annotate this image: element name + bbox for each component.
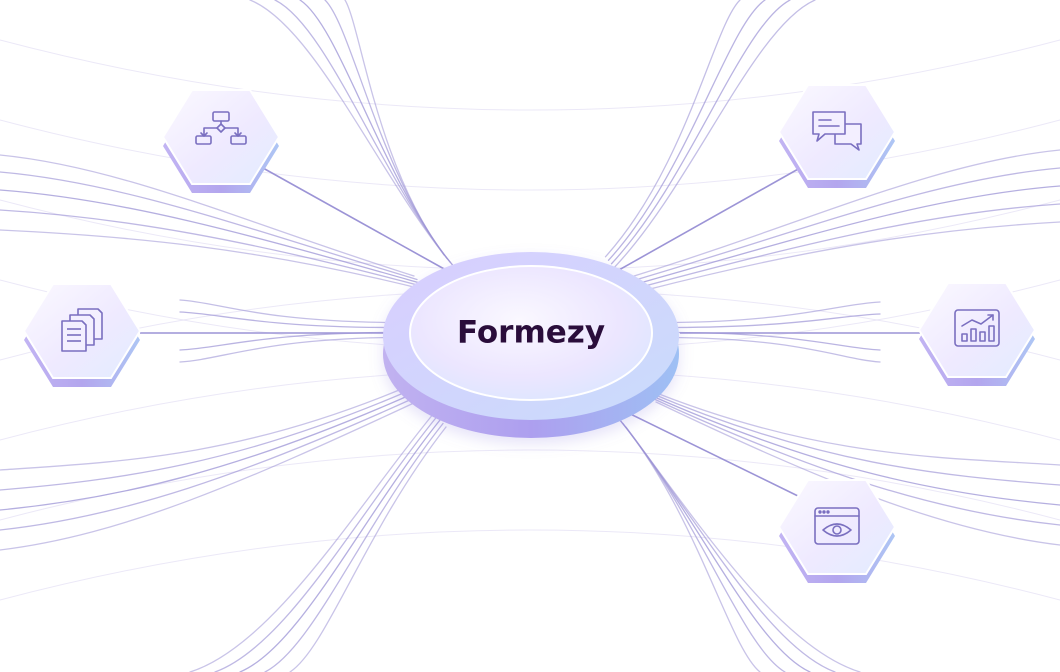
flow-line: [674, 313, 881, 329]
flow-line: [625, 426, 861, 672]
flow-line: [0, 189, 421, 284]
flow-line: [0, 39, 1060, 111]
flow-line: [0, 229, 427, 291]
flow-line: [613, 0, 816, 268]
flow-line: [274, 0, 454, 267]
flow-line: [0, 209, 424, 288]
flow-line: [613, 412, 761, 672]
flow-line: [0, 387, 405, 471]
flow-line: [646, 390, 1060, 486]
node-workflow[interactable]: [161, 89, 281, 193]
flow-line: [179, 311, 391, 329]
flow-line: [643, 387, 1060, 466]
flow-line: [607, 0, 766, 261]
flow-line: [249, 0, 457, 270]
flow-line: [0, 154, 415, 277]
flow-line: [0, 394, 411, 511]
flow-line: [645, 221, 1060, 291]
flow-line: [674, 336, 881, 363]
flow-line: [179, 336, 391, 363]
flow-line: [324, 0, 448, 260]
flow-line: [179, 299, 391, 324]
flow-line: [299, 0, 451, 263]
node-face: [917, 282, 1037, 378]
hub-face: [409, 265, 653, 401]
flow-line: [604, 0, 741, 258]
flow-line: [0, 397, 414, 531]
workflow-icon: [195, 111, 247, 145]
flow-line: [214, 415, 438, 672]
flow-line: [610, 0, 791, 265]
preview-icon: [814, 507, 860, 545]
flow-line: [674, 301, 881, 324]
flow-line: [642, 203, 1060, 288]
flow-line: [0, 171, 418, 281]
flow-line: [289, 426, 447, 672]
node-analytics[interactable]: [917, 282, 1037, 386]
formezy-hub[interactable]: Formezy: [383, 252, 679, 438]
node-chat[interactable]: [777, 84, 897, 188]
flow-line: [0, 401, 417, 551]
analytics-icon: [954, 309, 1000, 347]
connector-line: [609, 167, 801, 276]
node-documents[interactable]: [22, 283, 142, 387]
flow-line: [633, 149, 1060, 277]
flow-line: [636, 167, 1060, 281]
flow-line: [239, 419, 441, 672]
flow-line: [639, 185, 1060, 284]
connector-line: [611, 404, 801, 498]
node-preview[interactable]: [777, 479, 897, 583]
chat-icon: [812, 111, 862, 151]
documents-icon: [61, 308, 103, 352]
flow-line: [0, 390, 408, 491]
node-face: [161, 89, 281, 185]
flow-line: [649, 394, 1060, 506]
flow-line: [0, 449, 1060, 521]
hub-label: Formezy: [457, 315, 605, 351]
flow-line: [0, 529, 1060, 601]
flow-line: [0, 119, 1060, 191]
flow-line: [264, 422, 444, 672]
connector-lines: [140, 167, 920, 498]
connector-line: [262, 167, 456, 276]
node-face: [777, 479, 897, 575]
flow-line: [616, 415, 786, 672]
flow-line: [189, 412, 435, 672]
flow-line: [652, 397, 1060, 526]
